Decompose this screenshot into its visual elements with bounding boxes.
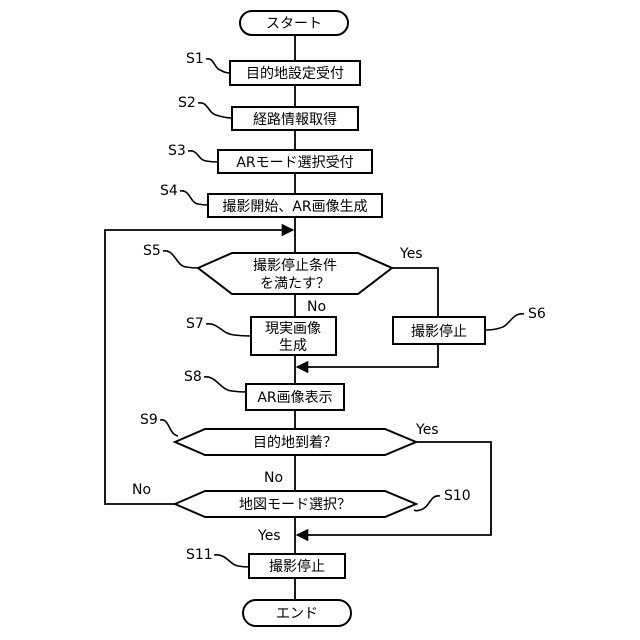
ref-s11: S11 <box>186 547 213 563</box>
ref-s7: S7 <box>186 316 204 332</box>
ref-s8: S8 <box>184 369 202 385</box>
s10-no-label: No <box>132 482 151 498</box>
decision-s9-text: 目的地到着？ <box>253 435 337 451</box>
s9-yes-label: Yes <box>415 422 439 438</box>
ref-s3: S3 <box>168 143 186 159</box>
ref-s9: S9 <box>140 412 158 428</box>
step-s2-text: 経路情報取得 <box>253 111 337 128</box>
ref-s4: S4 <box>160 183 178 199</box>
step-s1-text: 目的地設定受付 <box>246 66 344 82</box>
step-s7-line2: 生成 <box>279 338 307 354</box>
s9-no-label: No <box>264 470 283 486</box>
ref-s2: S2 <box>178 95 196 111</box>
decision-s5-line2: を満たす？ <box>260 276 330 292</box>
step-s7-line1: 現実画像 <box>265 321 321 337</box>
ref-s10: S10 <box>444 488 471 504</box>
decision-s10-text: 地図モード選択？ <box>239 497 351 513</box>
step-s3-text: ARモード選択受付 <box>236 155 353 171</box>
start-text: スタート <box>266 16 322 32</box>
step-s11-text: 撮影停止 <box>269 558 325 575</box>
step-s6-text: 撮影停止 <box>411 323 467 340</box>
ref-s6: S6 <box>528 306 546 322</box>
step-s8-text: AR画像表示 <box>257 390 332 406</box>
end-text: エンド <box>276 606 318 622</box>
s5-yes-label: Yes <box>399 246 423 262</box>
ref-s1: S1 <box>186 51 204 67</box>
ref-s5: S5 <box>143 243 161 259</box>
s5-no-label: No <box>307 299 326 315</box>
s10-yes-label: Yes <box>257 528 281 544</box>
decision-s5-line1: 撮影停止条件 <box>253 257 337 274</box>
step-s4-text: 撮影開始、AR画像生成 <box>222 198 367 215</box>
